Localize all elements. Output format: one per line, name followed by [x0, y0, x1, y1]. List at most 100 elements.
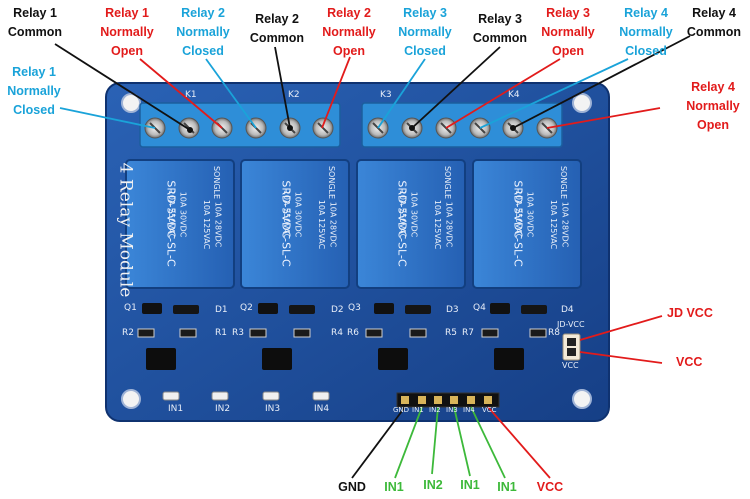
relay-1-rating-a: 10A 250VAC [167, 189, 177, 240]
label-d2: D2 [331, 305, 344, 315]
line-relay3-no [445, 58, 561, 129]
label-in1-c: IN1 [497, 480, 517, 494]
pin-label-gnd: GND [393, 406, 410, 414]
label-r5: R5 [445, 328, 457, 338]
label-d1: D1 [215, 305, 228, 315]
relay-3-rating-c: 10A 125VAC [433, 199, 443, 250]
line-relay1-no [139, 58, 223, 129]
relay-4-brand: SONGLE [559, 165, 569, 200]
line-in2 [431, 406, 439, 475]
led-label-in2: IN2 [215, 404, 231, 414]
line-relay1-common [54, 43, 191, 131]
jumper [562, 333, 581, 361]
label-gnd: GND [338, 480, 366, 494]
relay-3 [356, 159, 466, 289]
terminal-block-right [361, 102, 563, 148]
line-relay2-no [321, 56, 351, 129]
pin-label-in3: IN3 [446, 406, 458, 414]
line-jd-vcc [579, 315, 663, 341]
board-title: 4 Relay Module [115, 162, 136, 298]
line-relay4-common [512, 35, 691, 129]
label-r1: R1 [215, 328, 227, 338]
label-d4: D4 [561, 305, 574, 315]
line-relay2-nc [205, 58, 257, 129]
line-vcc-bottom [487, 406, 551, 479]
resistors [137, 328, 547, 338]
relay-3-rating-b: 10A 30VDC [409, 191, 419, 238]
relay-3-brand: SONGLE [443, 165, 453, 200]
arrow-dots [187, 125, 516, 133]
pin-header [396, 392, 500, 408]
relay-1-rating-c: 10A 125VAC [202, 199, 212, 250]
line-relay4-nc [479, 58, 629, 129]
label-r7: R7 [462, 328, 474, 338]
relay-3-rating-a: 10A 250VAC [398, 189, 408, 240]
line-in1-c [470, 406, 506, 479]
label-q4: Q4 [473, 303, 486, 313]
relay-3-rating-d: 10A 28VDC [444, 201, 454, 248]
annotation-lines [54, 35, 691, 479]
line-in1-b [453, 406, 471, 477]
line-relay4-no [546, 107, 661, 129]
label-r3: R3 [232, 328, 244, 338]
jumper-label-vcc: VCC [562, 361, 579, 370]
line-vcc-right [579, 351, 663, 364]
relay-2-rating-c: 10A 125VAC [317, 199, 327, 250]
pin-label-in4: IN4 [463, 406, 475, 414]
mounting-hole [121, 93, 141, 113]
pin-label-in1: IN1 [412, 406, 424, 414]
label-q2: Q2 [240, 303, 253, 313]
mounting-hole [121, 389, 141, 409]
mounting-hole [572, 93, 592, 113]
line-in1-a [394, 406, 423, 479]
line-relay3-nc [377, 58, 426, 129]
relay-2-rating-b: 10A 30VDC [293, 191, 303, 238]
transistors [142, 303, 510, 314]
terminal-label-k1: K1 [185, 90, 197, 100]
label-vcc-bottom: VCC [536, 480, 564, 494]
header-pins [401, 396, 492, 404]
label-d3: D3 [446, 305, 459, 315]
label-q1: Q1 [124, 303, 137, 313]
line-relay1-nc [59, 107, 156, 129]
diodes [173, 305, 547, 314]
optocouplers [146, 348, 524, 370]
led-label-in1: IN1 [168, 404, 184, 414]
mounting-hole [572, 389, 592, 409]
label-q3: Q3 [348, 303, 361, 313]
label-vcc-right: VCC [676, 355, 703, 369]
relays [125, 159, 582, 289]
label-r2: R2 [122, 328, 134, 338]
line-relay3-common [411, 46, 501, 129]
pin-label-vcc: VCC [482, 406, 497, 414]
relay-4-rating-d: 10A 28VDC [560, 201, 570, 248]
relay-1-brand: SONGLE [212, 165, 222, 200]
terminal-label-k4: K4 [508, 90, 520, 100]
label-in1-a: IN1 [384, 480, 404, 494]
relay-4 [472, 159, 582, 289]
relay-2-rating-a: 10A 250VAC [282, 189, 292, 240]
line-gnd [351, 406, 406, 479]
terminal-block-left [139, 102, 341, 148]
led-label-in4: IN4 [314, 404, 330, 414]
label-r6: R6 [347, 328, 359, 338]
terminal-label-k2: K2 [288, 90, 300, 100]
relay-2-rating-d: 10A 28VDC [328, 201, 338, 248]
label-r4: R4 [331, 328, 343, 338]
label-in2: IN2 [423, 478, 443, 492]
indicator-leds [162, 391, 330, 401]
terminal-label-k3: K3 [380, 90, 392, 100]
line-relay2-common [274, 46, 291, 129]
